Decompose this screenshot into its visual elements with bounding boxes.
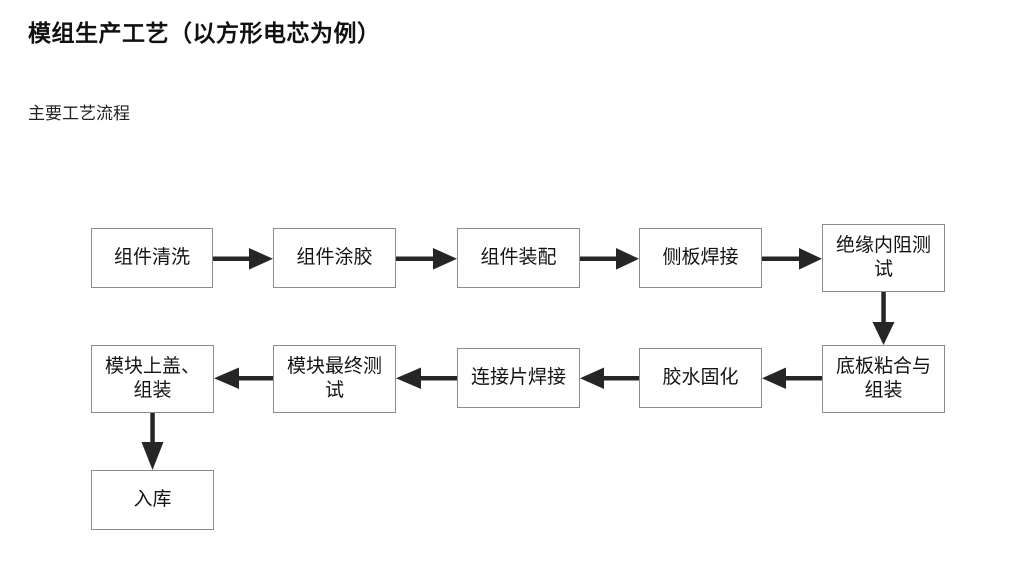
arrow-n2-n3 [396, 248, 457, 270]
flow-node-glue-curing[interactable]: 胶水固化 [639, 348, 762, 408]
flow-node-warehousing[interactable]: 入库 [91, 470, 214, 530]
flow-node-label: 组件装配 [480, 246, 557, 268]
flow-node-module-cover-assembly[interactable]: 模块上盖、组装 [91, 345, 214, 413]
flow-node-label: 胶水固化 [662, 366, 739, 388]
arrow-n4-n5 [762, 248, 822, 270]
flow-node-component-assembly[interactable]: 组件装配 [457, 228, 580, 288]
arrow-n7-n8 [580, 367, 639, 389]
arrow-n3-n4 [580, 248, 639, 270]
arrow-n1-n2 [213, 248, 273, 270]
flow-node-label: 模块上盖、组装 [104, 355, 200, 401]
arrow-n8-n9 [396, 367, 457, 389]
arrow-n10-n11 [141, 413, 164, 470]
flow-node-base-plate-bonding-assembly[interactable]: 底板粘合与组装 [822, 345, 945, 413]
arrow-n5-n6 [872, 292, 895, 345]
flow-node-label: 侧板焊接 [662, 246, 739, 268]
flow-node-side-plate-welding[interactable]: 侧板焊接 [639, 228, 762, 288]
arrow-n9-n10 [214, 367, 273, 389]
page-subtitle: 主要工艺流程 [28, 104, 130, 123]
flow-node-component-cleaning[interactable]: 组件清洗 [91, 228, 213, 288]
flow-node-module-final-test[interactable]: 模块最终测试 [273, 345, 396, 413]
flow-node-label: 连接片焊接 [470, 366, 566, 388]
flow-node-label: 底板粘合与组装 [835, 355, 931, 401]
flow-node-label: 组件涂胶 [296, 246, 373, 268]
page-title: 模组生产工艺（以方形电芯为例） [28, 20, 381, 46]
flow-node-label: 入库 [133, 488, 172, 510]
flow-node-insulation-resistance-test[interactable]: 绝缘内阻测试 [822, 224, 945, 292]
arrow-n6-n7 [762, 367, 822, 389]
flow-node-label: 组件清洗 [113, 246, 190, 268]
flow-node-label: 绝缘内阻测试 [835, 234, 931, 280]
flow-node-label: 模块最终测试 [286, 355, 382, 401]
flow-node-busbar-welding[interactable]: 连接片焊接 [457, 348, 580, 408]
flow-node-component-gluing[interactable]: 组件涂胶 [273, 228, 396, 288]
